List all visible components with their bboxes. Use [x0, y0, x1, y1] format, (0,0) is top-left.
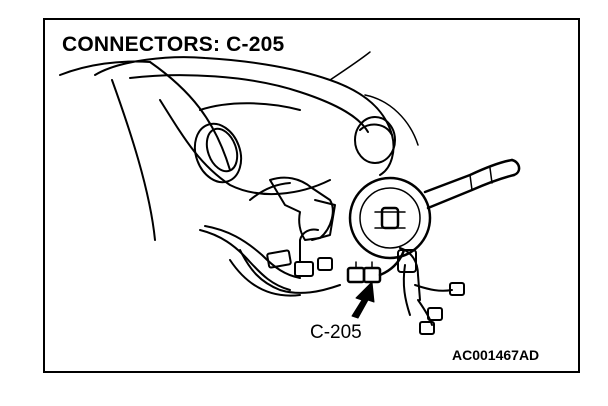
combination-switch-lever: [423, 158, 521, 210]
gauge-openings: [193, 116, 396, 184]
arrow-pointer-icon: [351, 281, 375, 319]
wiring-harness-right: [397, 247, 465, 335]
column-shroud: [249, 176, 336, 241]
figure-code: AC001467AD: [452, 347, 540, 363]
steering-hub: [348, 176, 432, 260]
figure-title: CONNECTORS: C-205: [62, 33, 285, 56]
connector-callout-label: C-205: [310, 322, 362, 343]
c205-connector: [346, 248, 406, 284]
instrument-panel-outline: [59, 51, 419, 241]
wiring-harness-left: [199, 225, 341, 297]
